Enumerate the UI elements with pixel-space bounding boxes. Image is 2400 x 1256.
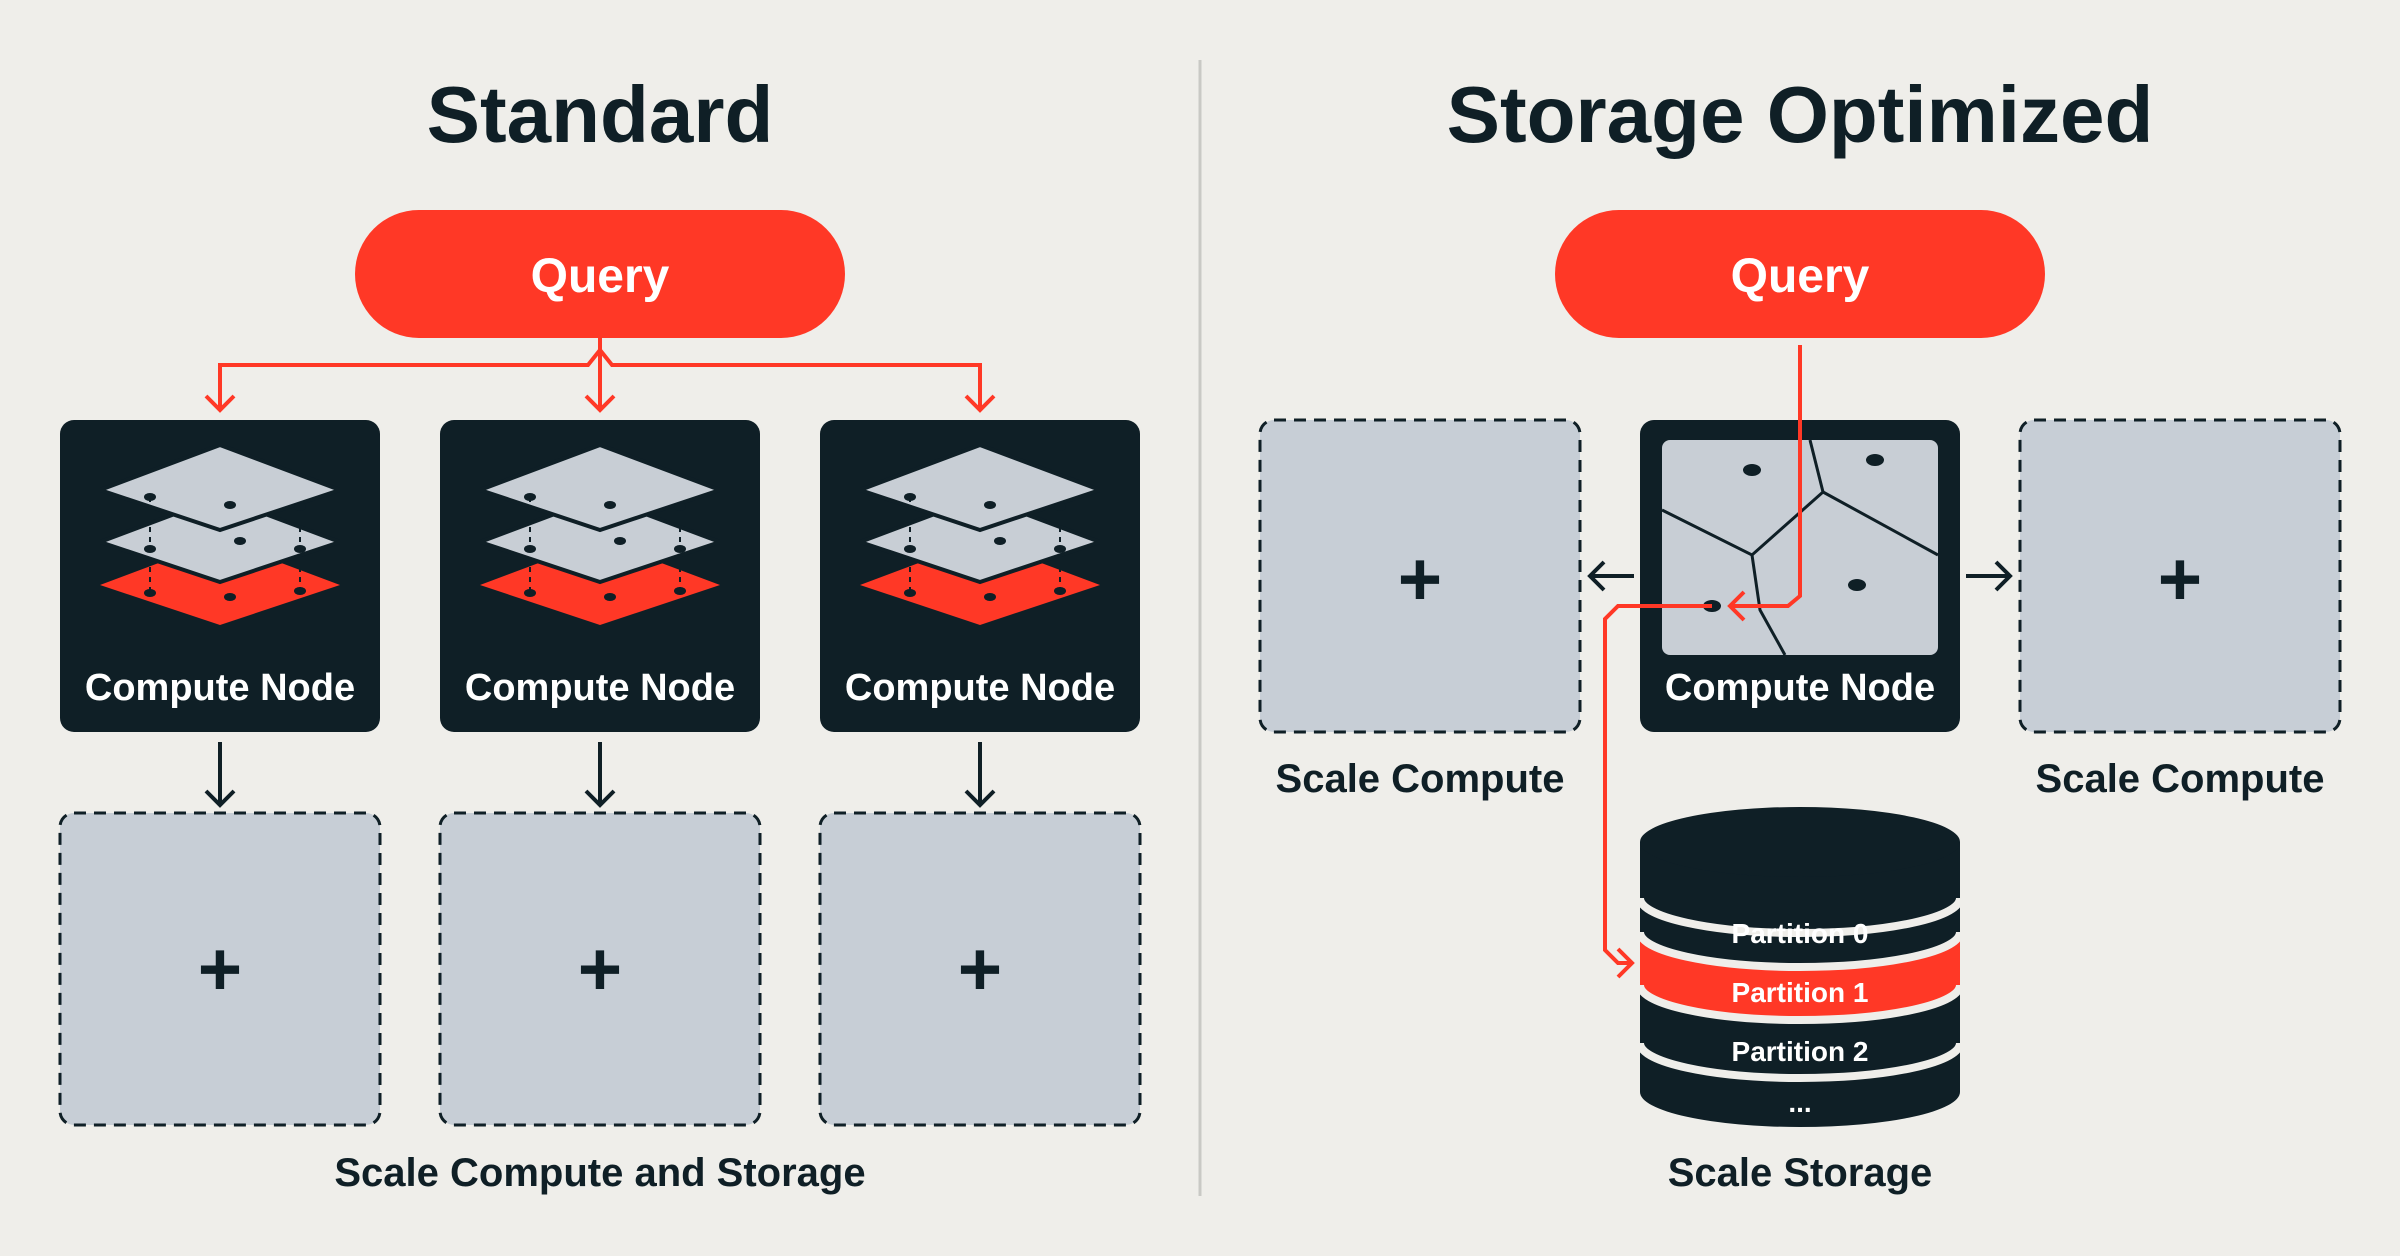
plus-icon: + xyxy=(198,927,242,1012)
storage-optimized-title: Storage Optimized xyxy=(1447,70,2154,159)
standard-compute-node-1: Compute Node xyxy=(60,420,380,732)
standard-title: Standard xyxy=(427,70,774,159)
scale-compute-box-left: + xyxy=(1258,418,1582,734)
storage-query-label: Query xyxy=(1731,250,1870,303)
scale-compute-label-right: Scale Compute xyxy=(2036,757,2325,801)
scale-compute-box-right: + xyxy=(2018,418,2342,734)
standard-query-arrows xyxy=(204,338,996,413)
standard-compute-node-3: Compute Node xyxy=(820,420,1140,732)
standard-node-label-3: Compute Node xyxy=(845,667,1115,709)
partition-0-label: Partition 0 xyxy=(1732,918,1869,949)
standard-scale-box-3: + xyxy=(818,811,1142,1127)
query-route-arrow xyxy=(1727,345,1802,622)
standard-query-label: Query xyxy=(531,250,670,303)
standard-node-label-2: Compute Node xyxy=(465,667,735,709)
plus-icon: + xyxy=(2158,537,2202,622)
database-cylinder-icon: Partition 0 Partition 1 Partition 2 ... xyxy=(1636,807,1964,1127)
storage-caption: Scale Storage xyxy=(1668,1151,1933,1195)
storage-query-pill: Query xyxy=(1555,210,2045,338)
plus-icon: + xyxy=(1398,537,1442,622)
standard-scale-box-2: + xyxy=(438,811,762,1127)
standard-query-pill: Query xyxy=(355,210,845,338)
storage-node-label: Compute Node xyxy=(1665,667,1935,709)
plus-icon: + xyxy=(578,927,622,1012)
partition-1-label: Partition 1 xyxy=(1732,977,1869,1008)
scale-compute-arrows xyxy=(1587,560,2013,592)
scale-compute-label-left: Scale Compute xyxy=(1276,757,1565,801)
standard-compute-node-2: Compute Node xyxy=(440,420,760,732)
partition-more-label: ... xyxy=(1788,1087,1811,1118)
standard-scale-box-1: + xyxy=(58,811,382,1127)
standard-node-label-1: Compute Node xyxy=(85,667,355,709)
standard-caption: Scale Compute and Storage xyxy=(334,1151,865,1195)
plus-icon: + xyxy=(958,927,1002,1012)
storage-route-arrow xyxy=(1603,604,1712,979)
partition-2-label: Partition 2 xyxy=(1732,1036,1869,1067)
standard-scale-arrows xyxy=(204,742,996,808)
